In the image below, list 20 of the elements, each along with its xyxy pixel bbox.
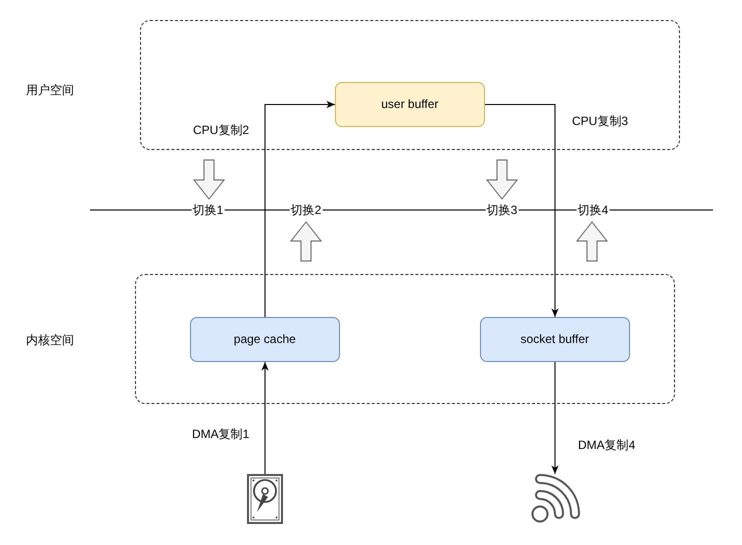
region-label: 内核空间 bbox=[26, 333, 74, 347]
edge-label: DMA复制4 bbox=[578, 438, 636, 452]
arrow bbox=[264, 100, 336, 318]
switch-label: 切换2 bbox=[290, 203, 322, 217]
process-box: socket buffer bbox=[480, 316, 630, 362]
switch-label: 切换3 bbox=[486, 203, 518, 217]
arrow bbox=[484, 104, 559, 318]
edge-label: CPU复制2 bbox=[193, 123, 250, 137]
process-box: user buffer bbox=[334, 82, 485, 127]
arrow bbox=[261, 362, 269, 474]
edge-label: CPU复制3 bbox=[572, 114, 628, 128]
region-label: 用户空间 bbox=[26, 83, 74, 97]
group-frame bbox=[140, 20, 680, 150]
edge-label: DMA复制1 bbox=[192, 427, 250, 441]
wifi-icon bbox=[530, 474, 580, 524]
arrow bbox=[551, 362, 559, 474]
switch-label: 切换1 bbox=[192, 203, 224, 217]
group-frame bbox=[135, 274, 675, 404]
switch-label: 切换4 bbox=[576, 203, 610, 217]
process-box: page cache bbox=[190, 316, 340, 362]
